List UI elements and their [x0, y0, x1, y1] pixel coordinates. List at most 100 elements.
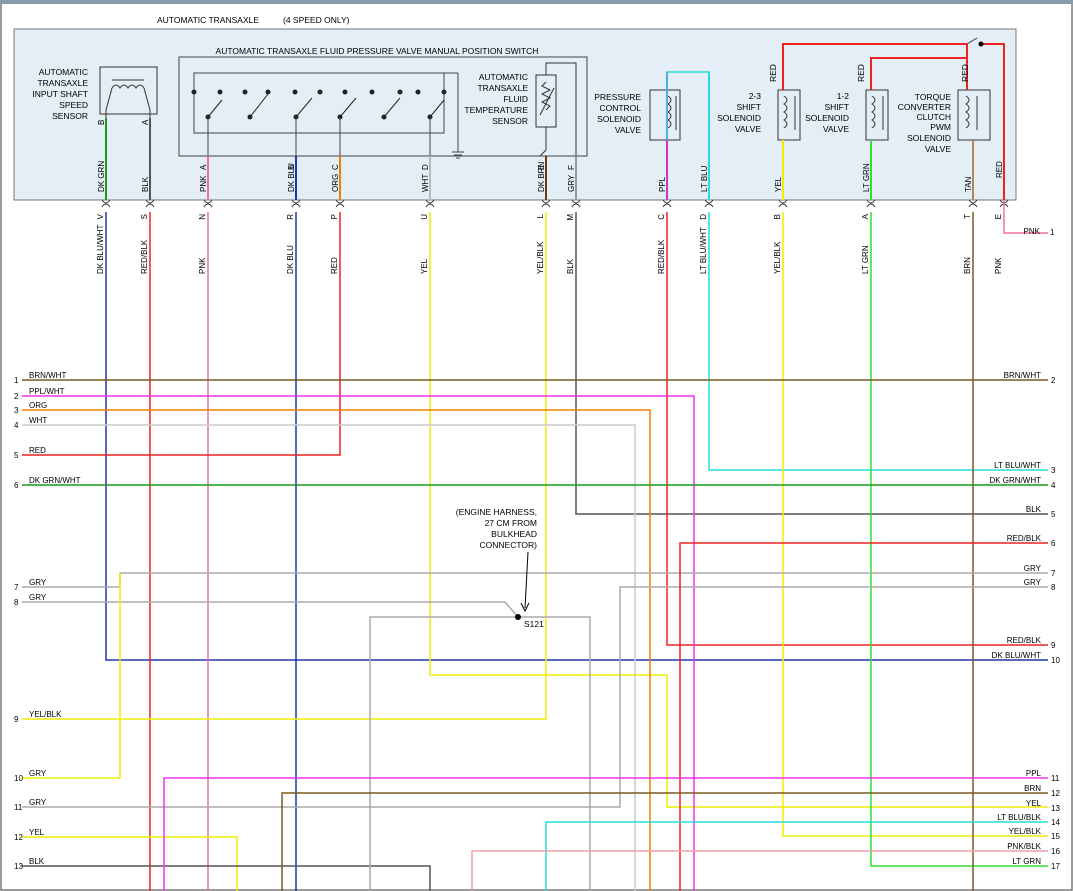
harness-wire — [22, 395, 695, 891]
connector-pin-label: R — [286, 214, 295, 220]
left-bus-num: 4 — [14, 421, 19, 430]
lead-pin-label: B — [97, 120, 106, 125]
lead-pin-label: D — [421, 164, 430, 170]
speed-sensor-body — [99, 66, 158, 115]
tcc-label-2: CONVERTER — [898, 102, 951, 112]
temp-sensor-label-4: TEMPERATURE — [464, 105, 528, 115]
left-bus-num: 5 — [14, 451, 19, 460]
lead-wire-label: GRY — [567, 174, 576, 192]
right-bus-num: 15 — [1051, 832, 1060, 841]
connector-pin-label: S — [140, 214, 149, 219]
position-switch-label: AUTOMATIC TRANSAXLE FLUID PRESSURE VALVE… — [216, 46, 539, 56]
pressure-control-label-4: VALVE — [615, 125, 641, 135]
lead-wire-label: YEL — [774, 176, 783, 192]
shift-23-coil-icon — [783, 95, 788, 129]
left-bus-label: WHT — [29, 416, 47, 425]
right-bus-label: GRY — [1024, 564, 1042, 573]
pressure-control-label-3: SOLENOID — [597, 114, 641, 124]
left-bus-label: GRY — [29, 593, 47, 602]
supply-label-tcc: RED — [960, 64, 970, 82]
right-bus-label: GRY — [1024, 578, 1042, 587]
splice-note-1: (ENGINE HARNESS, — [456, 507, 537, 517]
connector-pin-icon — [704, 199, 714, 208]
supply-wire-1-2 — [870, 57, 967, 90]
left-bus-num: 6 — [14, 481, 19, 490]
connector-pin-label: D — [699, 214, 708, 220]
connector-pin-label: E — [994, 214, 1003, 219]
connector-pin-label: C — [657, 214, 666, 220]
left-bus-num: 8 — [14, 598, 19, 607]
harness-wire — [575, 212, 1048, 515]
tcc-coil-icon — [965, 95, 970, 129]
right-bus-num: 5 — [1051, 510, 1056, 519]
left-bus-label: YEL/BLK — [29, 710, 62, 719]
harness-wire — [105, 212, 1048, 661]
splice-dot — [515, 614, 521, 620]
supply-switch-icon — [966, 37, 978, 45]
left-bus-num: 13 — [14, 862, 23, 871]
right-bus-num: 8 — [1051, 583, 1056, 592]
left-bus-label: RED — [29, 446, 46, 455]
shift-23-label-4: VALVE — [735, 124, 761, 134]
harness-wire — [22, 212, 341, 456]
lead-wire-label: DK BLU — [287, 163, 296, 192]
harness-wire — [22, 424, 636, 891]
connector-wire-label: PNK — [994, 257, 1003, 274]
connector-pin-icon — [778, 199, 788, 208]
left-bus-num: 9 — [14, 715, 19, 724]
shift-12-label-2: SHIFT — [824, 102, 849, 112]
diagram-subtitle: (4 SPEED ONLY) — [283, 15, 350, 25]
right-bus-num: 10 — [1051, 656, 1060, 665]
thermistor-arrow — [539, 87, 555, 116]
temp-sensor-label-5: SENSOR — [492, 116, 528, 126]
left-bus-num: 2 — [14, 392, 19, 401]
position-switch-body — [178, 56, 588, 157]
connector-pin-icon — [571, 199, 581, 208]
connector-pin-icon — [541, 199, 551, 208]
lead-wire-label: LT BLU — [700, 165, 709, 192]
shift-solenoid-2-3: 2-3 SHIFT SOLENOID VALVE — [717, 89, 801, 141]
right-bus-label: DK BLU/WHT — [992, 651, 1041, 660]
left-bus-label: GRY — [29, 798, 47, 807]
top-border-strip — [0, 0, 1073, 4]
lead-wire-label: DK GRN — [97, 161, 106, 192]
solenoid-supply-wiring — [782, 43, 1005, 200]
right-bus-num: 9 — [1051, 641, 1056, 650]
lead-pin-label: B — [287, 165, 296, 170]
harness-wire — [22, 601, 519, 618]
speed-sensor-coil-icon — [111, 84, 145, 89]
harness-wire — [429, 212, 1048, 808]
right-bus-num: 6 — [1051, 539, 1056, 548]
right-bus-label: PPL — [1026, 769, 1042, 778]
supply-wire-2-3 — [782, 43, 967, 90]
connector-pin-icon — [866, 199, 876, 208]
lead-wire-label: BLK — [141, 176, 150, 192]
shift-12-coil-icon — [871, 95, 876, 129]
harness-wire — [471, 850, 1048, 891]
connector-pin-label: M — [566, 214, 575, 221]
harness-wire — [22, 212, 547, 720]
splice-pointer-arrow-icon — [520, 602, 530, 613]
connector-pin-icon — [425, 199, 435, 208]
temp-sensor-lead-f — [545, 62, 577, 156]
connector-wire-label: LT GRN — [861, 245, 870, 274]
harness-wire — [708, 212, 1048, 471]
connector-pin-label: A — [861, 213, 870, 219]
pressure-control-body — [649, 89, 681, 141]
lead-wire-label: WHT — [421, 174, 430, 192]
connector-pin-label: T — [963, 214, 972, 219]
connector-pin-icon — [291, 199, 301, 208]
connector-pin-icon — [968, 199, 978, 208]
connector-wire-label: LT BLU/WHT — [699, 227, 708, 274]
harness-wire — [369, 616, 518, 891]
temp-sensor-lead-e — [539, 127, 547, 157]
harness-wire — [679, 542, 1048, 891]
lead-wire-label: TAN — [964, 176, 973, 192]
diagram-title: AUTOMATIC TRANSAXLE — [157, 15, 259, 25]
connector-wire-label: RED — [330, 257, 339, 274]
supply-label-2-3: RED — [768, 64, 778, 82]
connector-pin-icon — [662, 199, 672, 208]
supply-wire-main — [981, 43, 1005, 200]
